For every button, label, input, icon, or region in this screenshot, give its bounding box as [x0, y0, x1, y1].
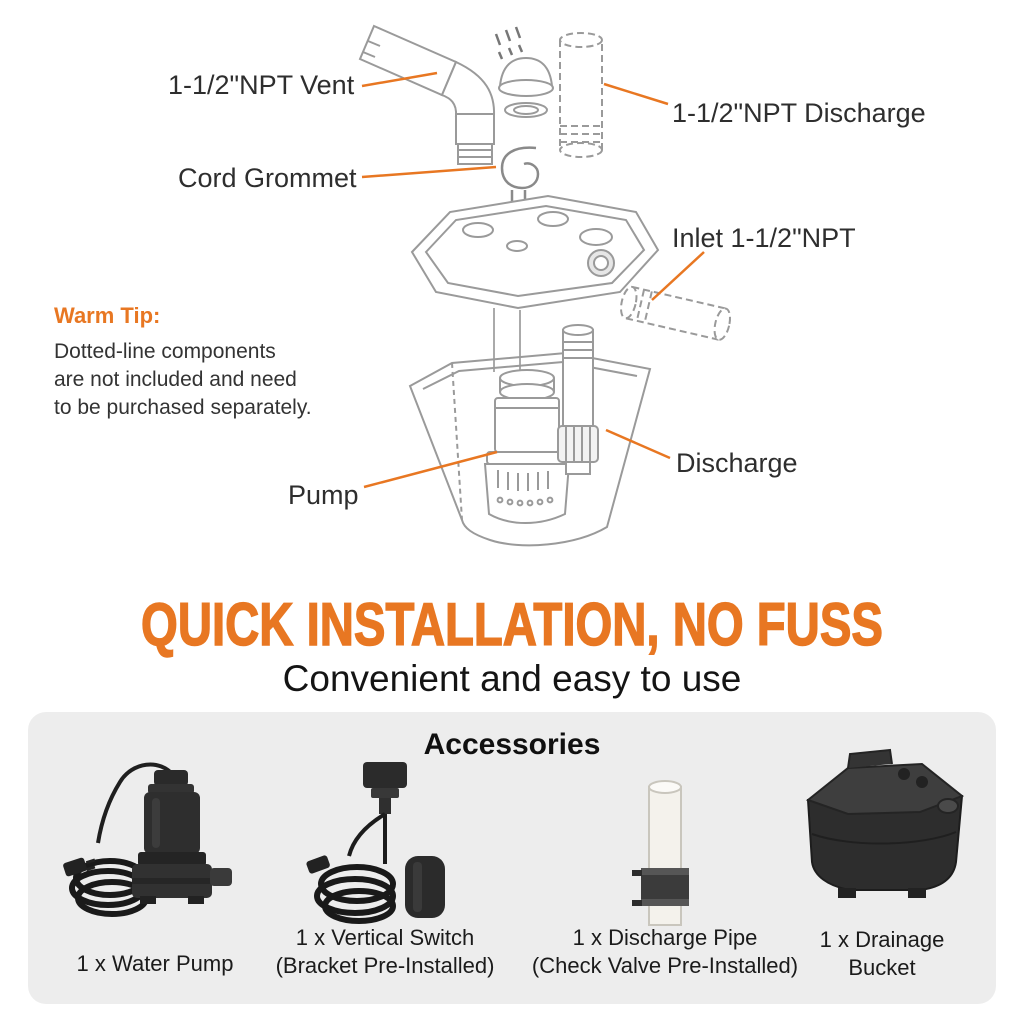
pump-icon	[483, 369, 571, 524]
warm-tip-line-2: are not included and need	[54, 368, 297, 391]
warm-tip-line-1: Dotted-line components	[54, 340, 276, 363]
inlet-pipe-icon	[620, 285, 731, 341]
leader-pump	[363, 450, 498, 489]
warm-tip-line-3: to be purchased separately.	[54, 396, 312, 419]
warm-tip: Warm Tip: Dotted-line components are not…	[54, 303, 312, 422]
leader-discharge	[605, 428, 671, 460]
label-inlet: Inlet 1-1/2"NPT	[672, 223, 856, 253]
warm-tip-title: Warm Tip:	[54, 303, 161, 328]
label-vent: 1-1/2"NPT Vent	[168, 70, 355, 100]
label-pump: Pump	[288, 480, 359, 510]
leader-discharge-top	[603, 82, 669, 106]
caption-drainage-bucket-line2: Bucket	[848, 955, 916, 980]
discharge-pipe-top-icon	[559, 32, 603, 158]
discharge-column-icon	[557, 324, 599, 475]
exploded-diagram	[358, 24, 731, 547]
leader-cord-grommet	[361, 165, 497, 179]
accessories-title: Accessories	[423, 728, 601, 761]
drainage-bucket-icon	[805, 748, 964, 898]
caption-discharge-pipe-line2: (Check Valve Pre-Installed)	[531, 953, 799, 978]
caption-vertical-switch-line1: 1 x Vertical Switch	[295, 925, 475, 950]
water-pump-icon	[63, 762, 232, 917]
cord-lines	[493, 308, 521, 372]
caption-discharge-pipe-line1: 1 x Discharge Pipe	[572, 925, 758, 950]
label-discharge-top: 1-1/2"NPT Discharge	[672, 98, 926, 128]
discharge-pipe-item-icon	[632, 780, 689, 926]
subtitle: Convenient and easy to use	[282, 658, 742, 699]
leader-vent	[361, 71, 438, 88]
headline: QUICK INSTALLATION, NO FUSS	[140, 589, 883, 659]
caption-drainage-bucket-line1: 1 x Drainage	[819, 927, 945, 952]
vertical-switch-icon	[306, 762, 445, 924]
leader-lines	[361, 71, 705, 489]
basin-lid-icon	[410, 194, 660, 310]
caption-water-pump: 1 x Water Pump	[76, 951, 234, 976]
caption-vertical-switch-line2: (Bracket Pre-Installed)	[275, 953, 495, 978]
ring-icon	[504, 102, 548, 118]
screws-icon	[494, 26, 524, 60]
label-discharge: Discharge	[676, 448, 798, 478]
leader-inlet	[651, 251, 705, 301]
plug-icon	[63, 857, 96, 877]
vent-pipe-icon	[358, 24, 496, 165]
cap-icon	[498, 56, 554, 97]
label-cord-grommet: Cord Grommet	[178, 163, 357, 193]
basin-icon	[408, 351, 652, 547]
